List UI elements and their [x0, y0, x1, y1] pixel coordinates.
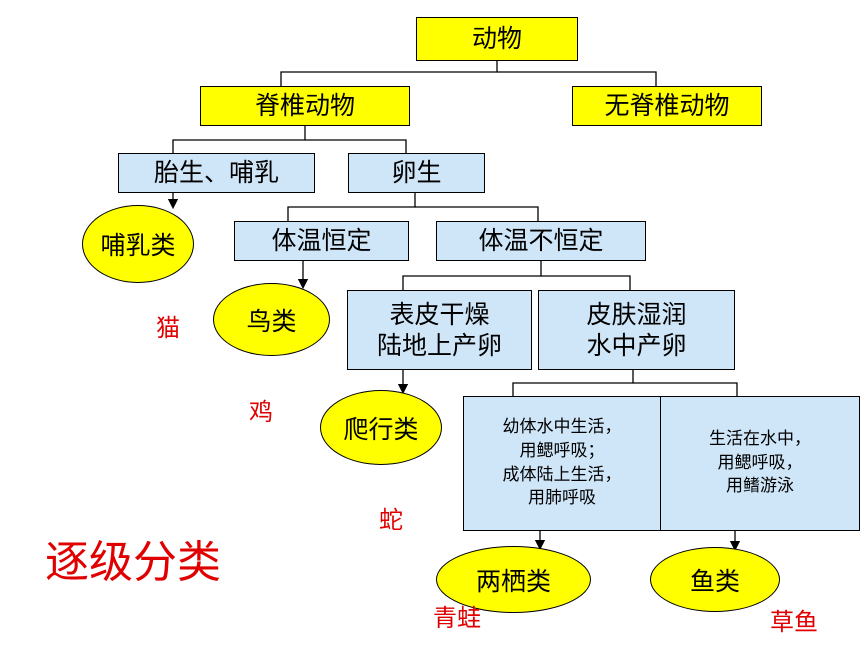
example-cat: 猫 — [156, 314, 180, 342]
constant-temp-box: 体温恒定 — [234, 221, 409, 261]
example-grass-carp: 草鱼 — [770, 608, 818, 636]
fish-oval: 鱼类 — [650, 547, 780, 612]
invertebrates-box: 无脊椎动物 — [572, 86, 762, 126]
vertebrates-box: 脊椎动物 — [200, 86, 410, 126]
dry-skin-box: 表皮干燥 陆地上产卵 — [347, 290, 532, 370]
moist-skin-box: 皮肤湿润 水中产卵 — [538, 290, 735, 370]
amphibian-description-box: 幼体水中生活， 用鳃呼吸； 成体陆上生活， 用肺呼吸 — [463, 396, 661, 531]
fish-description-box: 生活在水中， 用鳃呼吸， 用鳍游泳 — [660, 396, 860, 531]
amphibians-oval: 两栖类 — [436, 546, 591, 613]
root-animals-box: 动物 — [416, 17, 578, 61]
example-frog: 青蛙 — [433, 604, 481, 632]
birds-oval: 鸟类 — [213, 283, 330, 356]
example-chicken: 鸡 — [249, 398, 273, 426]
reptiles-oval: 爬行类 — [320, 390, 442, 465]
oviparous-box: 卵生 — [348, 153, 485, 193]
slogan-title: 逐级分类 — [45, 537, 221, 588]
variable-temp-box: 体温不恒定 — [436, 221, 646, 261]
viviparous-box: 胎生、哺乳 — [118, 153, 315, 193]
mammals-oval: 哺乳类 — [82, 205, 194, 283]
example-snake: 蛇 — [379, 506, 403, 534]
